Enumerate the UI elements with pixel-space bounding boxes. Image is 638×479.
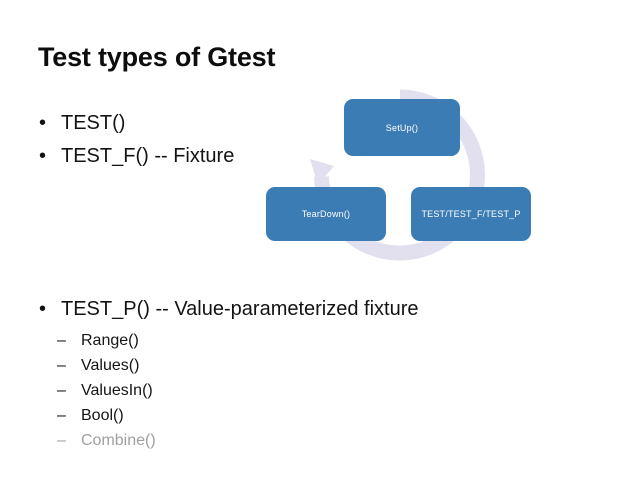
- sub-list-item: – Range(): [57, 328, 156, 353]
- dash-marker-icon: –: [57, 332, 66, 349]
- list-item: • TEST_P() -- Value-parameterized fixtur…: [38, 293, 419, 326]
- sub-list-item-label: Range(): [81, 332, 139, 349]
- cycle-node-setup: SetUp(): [344, 99, 460, 156]
- list-item-label: TEST_P() -- Value-parameterized fixture: [61, 298, 419, 320]
- dash-marker-icon: –: [57, 357, 66, 374]
- cycle-diagram: SetUp() TearDown() TEST/TEST_F/TEST_P: [262, 84, 538, 270]
- list-item: • TEST(): [38, 107, 234, 140]
- bullet-marker-icon: •: [39, 298, 47, 320]
- dash-marker-icon: –: [57, 382, 66, 399]
- dash-marker-icon: –: [57, 432, 66, 449]
- cycle-node-test: TEST/TEST_F/TEST_P: [411, 187, 531, 241]
- sub-list-item-label: ValuesIn(): [81, 382, 153, 399]
- cycle-node-label: TearDown(): [301, 209, 351, 219]
- cycle-node-label: SetUp(): [385, 122, 419, 133]
- list-item: • TEST_F() -- Fixture: [38, 140, 234, 173]
- sub-list-item-label: Combine(): [81, 432, 156, 449]
- list-item-label: TEST_F() -- Fixture: [61, 145, 235, 167]
- dash-marker-icon: –: [57, 407, 66, 424]
- sub-list-item: – Combine(): [57, 428, 156, 453]
- bullet-marker-icon: •: [39, 145, 47, 167]
- bullet-list-top: • TEST() • TEST_F() -- Fixture: [38, 107, 234, 173]
- sub-list-item: – Values(): [57, 353, 156, 378]
- sub-list-item: – Bool(): [57, 403, 156, 428]
- cycle-node-teardown: TearDown(): [266, 187, 386, 241]
- bullet-list-bottom: • TEST_P() -- Value-parameterized fixtur…: [38, 293, 419, 326]
- sub-bullet-list: – Range() – Values() – ValuesIn() – Bool…: [57, 328, 156, 453]
- list-item-label: TEST(): [61, 112, 126, 134]
- sub-list-item-label: Bool(): [81, 407, 124, 424]
- sub-list-item: – ValuesIn(): [57, 378, 156, 403]
- bullet-marker-icon: •: [39, 112, 47, 134]
- sub-list-item-label: Values(): [81, 357, 140, 374]
- page-title: Test types of Gtest: [38, 42, 276, 72]
- cycle-node-label: TEST/TEST_F/TEST_P: [421, 209, 521, 219]
